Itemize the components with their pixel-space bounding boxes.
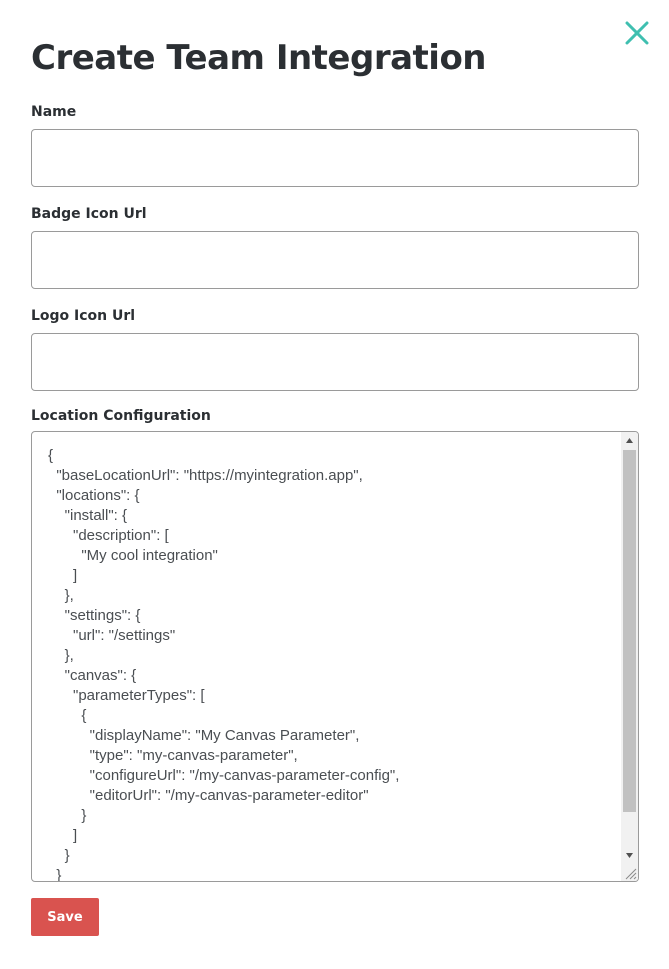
vertical-scrollbar[interactable] <box>621 432 638 881</box>
location-configuration-code[interactable]: { "baseLocationUrl": "https://myintegrat… <box>48 447 400 882</box>
page-title: Create Team Integration <box>31 38 487 78</box>
scroll-down-arrow-icon[interactable] <box>621 847 638 864</box>
close-button[interactable] <box>624 20 650 46</box>
scrollbar-thumb[interactable] <box>623 450 636 812</box>
logo-icon-url-input[interactable] <box>31 333 639 391</box>
location-configuration-textarea[interactable]: { "baseLocationUrl": "https://myintegrat… <box>31 431 639 882</box>
name-input[interactable] <box>31 129 639 187</box>
badge-icon-url-label: Badge Icon Url <box>31 206 147 222</box>
badge-icon-url-input[interactable] <box>31 231 639 289</box>
resize-grip-icon[interactable] <box>621 864 638 881</box>
name-label: Name <box>31 104 77 120</box>
close-x-icon <box>625 21 649 45</box>
scroll-up-arrow-icon[interactable] <box>621 432 638 449</box>
logo-icon-url-label: Logo Icon Url <box>31 308 136 324</box>
location-configuration-label: Location Configuration <box>31 408 211 424</box>
save-button[interactable]: Save <box>31 898 99 936</box>
